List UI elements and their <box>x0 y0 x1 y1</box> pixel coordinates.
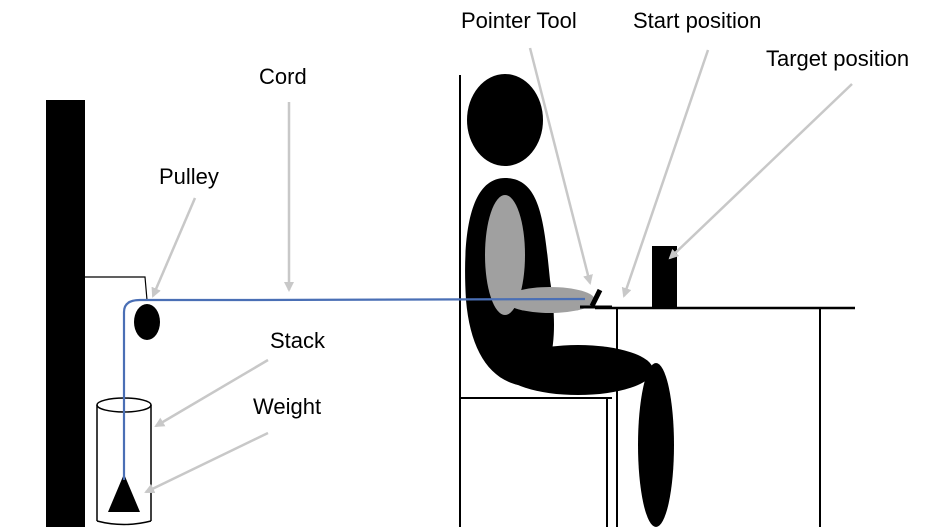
person-thigh <box>503 345 653 395</box>
label-target-position: Target position <box>766 46 909 71</box>
label-pulley: Pulley <box>159 164 219 189</box>
wall-post <box>46 100 85 527</box>
pointer-tool <box>580 288 612 309</box>
label-weight: Weight <box>253 394 321 419</box>
person-lower-leg <box>638 363 674 527</box>
pulley-arrow <box>151 197 197 298</box>
person-head <box>467 74 543 166</box>
cord-line <box>122 297 586 480</box>
label-stack: Stack <box>270 328 326 353</box>
pulley-wheel <box>134 304 160 340</box>
weight-triangle <box>108 474 140 512</box>
person-upper-arm <box>485 195 525 315</box>
weight-arrow <box>144 431 269 494</box>
label-cord: Cord <box>259 64 307 89</box>
start-position-arrow <box>621 49 710 298</box>
chair <box>459 75 612 527</box>
stack-arrow <box>154 358 269 428</box>
label-pointer-tool: Pointer Tool <box>461 8 577 33</box>
leader-arrows <box>144 47 853 494</box>
seated-person <box>465 74 674 527</box>
pointer-tool-arrow <box>528 47 593 285</box>
pulley-bracket <box>85 276 148 301</box>
desk <box>595 306 855 527</box>
label-start-position: Start position <box>633 8 761 33</box>
target-position-arrow <box>668 83 853 260</box>
